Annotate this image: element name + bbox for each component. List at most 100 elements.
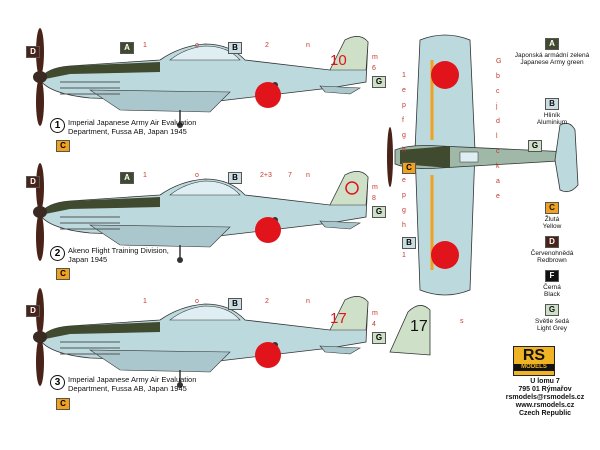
callout-m: m bbox=[372, 184, 378, 191]
color-swatch: B bbox=[545, 98, 559, 110]
callout-n: n bbox=[306, 298, 310, 305]
callout-f: f bbox=[402, 117, 404, 124]
callout-b: b bbox=[496, 73, 500, 80]
callout-n: n bbox=[306, 42, 310, 49]
callout-m: m bbox=[372, 54, 378, 61]
color-name-en: Redbrown bbox=[537, 257, 567, 264]
callout-d: d bbox=[496, 118, 500, 125]
profile-1-drawing bbox=[33, 28, 369, 129]
callout-1: 1 bbox=[402, 72, 406, 79]
callout-e: e bbox=[402, 87, 406, 94]
color-swatch: D bbox=[545, 236, 559, 248]
tail-detail-code: 17 bbox=[410, 318, 428, 335]
caption-2-line2: Japan 1945 bbox=[68, 255, 108, 264]
callout-h: h bbox=[402, 147, 406, 154]
callout-B: B bbox=[402, 237, 416, 249]
caption-2-line1: Akeno Flight Training Division, bbox=[68, 246, 169, 255]
callout-p: p bbox=[402, 102, 406, 109]
callout-o: o bbox=[195, 298, 199, 305]
tag-C-1: C bbox=[56, 140, 70, 152]
caption-3-line1: Imperial Japanese Army Air Evaluation bbox=[68, 375, 197, 384]
callout-2+3: 2+3 bbox=[260, 172, 272, 179]
profile-number-3: 3 bbox=[50, 375, 65, 390]
address-web: www.rsmodels.cz bbox=[515, 402, 575, 409]
callout-B: B bbox=[228, 298, 242, 310]
hinomaru-marking bbox=[255, 217, 281, 243]
color-name-en: Aluminium bbox=[536, 119, 568, 126]
color-name-en: Japanese Army green bbox=[520, 59, 584, 66]
logo-sub: MODELS bbox=[514, 364, 554, 371]
tail-code-1: 10 bbox=[330, 52, 347, 69]
callout-1: 1 bbox=[143, 298, 147, 305]
color-name-en: Light Grey bbox=[537, 325, 567, 332]
caption-1-line1: Imperial Japanese Army Air Evaluation bbox=[68, 118, 197, 127]
color-swatch: A bbox=[545, 38, 559, 50]
callout-a: a bbox=[496, 178, 500, 185]
callout-2: 2 bbox=[265, 298, 269, 305]
hinomaru-marking bbox=[255, 82, 281, 108]
address-block: U lomu 7 795 01 Rýmařov rsmodels@rsmodel… bbox=[490, 378, 600, 418]
tag-D-2: D bbox=[26, 176, 40, 188]
color-name-cz: Červenohnědá bbox=[530, 250, 574, 257]
callout-n: n bbox=[306, 172, 310, 179]
tag-C-2: C bbox=[56, 268, 70, 280]
profile-3-drawing bbox=[33, 288, 369, 389]
profile-number-1: 1 bbox=[50, 118, 65, 133]
callout-A: A bbox=[120, 42, 134, 54]
top-view-drawing bbox=[387, 34, 579, 296]
color-swatch: C bbox=[545, 202, 559, 214]
callout-2: 2 bbox=[265, 42, 269, 49]
callout-o: o bbox=[195, 42, 199, 49]
color-swatch: G bbox=[545, 304, 559, 316]
tag-D-3: D bbox=[26, 305, 40, 317]
callout-o: o bbox=[195, 172, 199, 179]
color-name-cz: Hliník bbox=[543, 112, 561, 119]
callout-k: k bbox=[496, 163, 500, 170]
callout-4: 4 bbox=[372, 321, 376, 328]
color-name-en: Yellow bbox=[542, 223, 562, 230]
callout-G: G bbox=[372, 206, 386, 218]
tail-detail-callout: s bbox=[460, 318, 464, 325]
logo-text: RS bbox=[522, 347, 546, 364]
rs-models-logo: RS MODELS bbox=[513, 346, 555, 376]
address-email: rsmodels@rsmodels.cz bbox=[505, 394, 585, 401]
callout-G: G bbox=[496, 58, 502, 65]
callout-c: c bbox=[496, 148, 500, 155]
callout-1: 1 bbox=[143, 42, 147, 49]
callout-g: g bbox=[402, 132, 406, 139]
tail-emblem bbox=[345, 181, 359, 195]
callout-1: 1 bbox=[402, 252, 406, 259]
caption-3-line2: Department, Fussa AB, Japan 1945 bbox=[68, 384, 187, 393]
callout-h: h bbox=[402, 222, 406, 229]
callout-C: C bbox=[402, 162, 416, 174]
profile-2-drawing bbox=[33, 163, 369, 264]
callout-1: 1 bbox=[143, 172, 147, 179]
color-name-cz: Světle šedá bbox=[535, 318, 569, 325]
hinomaru-marking bbox=[255, 342, 281, 368]
callout-e: e bbox=[496, 193, 500, 200]
callout-B: B bbox=[228, 42, 242, 54]
callout-e: e bbox=[402, 177, 406, 184]
callout-8: 8 bbox=[372, 195, 376, 202]
callout-l: l bbox=[496, 133, 498, 140]
caption-1-line2: Department, Fussa AB, Japan 1945 bbox=[68, 127, 187, 136]
color-name-cz: Černá bbox=[543, 284, 561, 291]
color-name-en: Black bbox=[544, 291, 560, 298]
callout-m: m bbox=[372, 310, 378, 317]
callout-G: G bbox=[372, 76, 386, 88]
callout-G: G bbox=[372, 332, 386, 344]
profile-number-2: 2 bbox=[50, 246, 65, 261]
address-line: U lomu 7 bbox=[530, 378, 560, 385]
callout-B: B bbox=[228, 172, 242, 184]
callout-A: A bbox=[120, 172, 134, 184]
color-swatch: F bbox=[545, 270, 559, 282]
tag-C-3: C bbox=[56, 398, 70, 410]
tail-detail-drawing bbox=[389, 305, 431, 356]
color-name-cz: Žlutá bbox=[544, 216, 560, 223]
callout-j: j bbox=[496, 103, 498, 110]
